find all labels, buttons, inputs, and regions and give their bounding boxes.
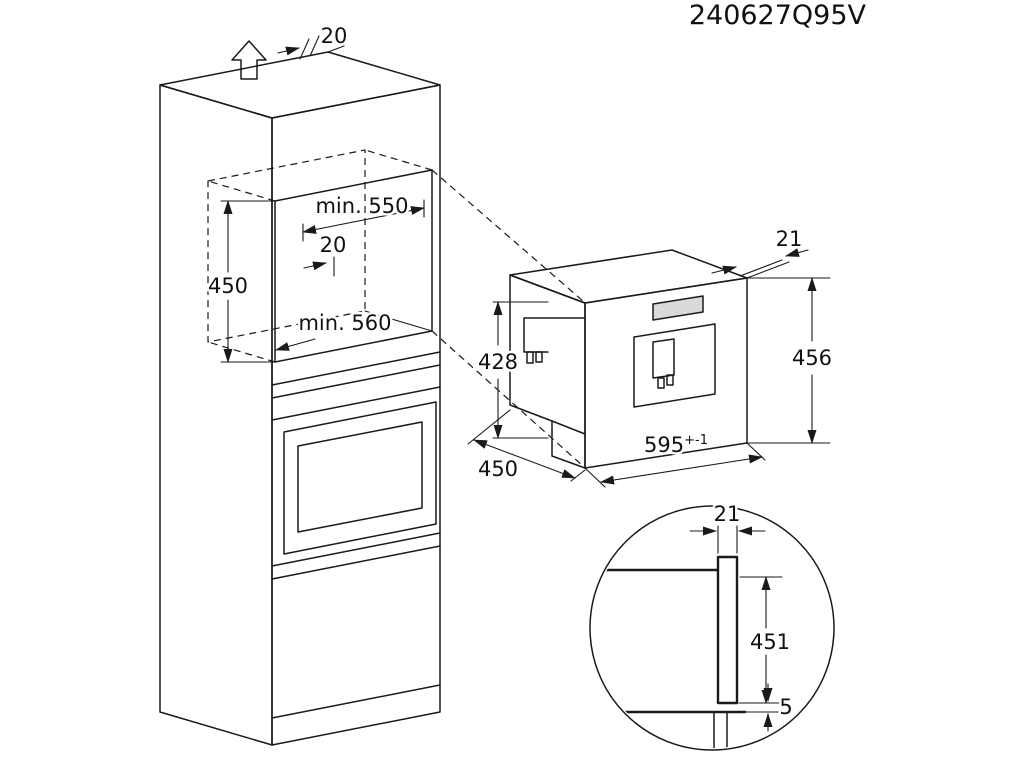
dim-frame-thickness-group: 21 [689, 500, 766, 554]
coffee-machine [509, 249, 748, 469]
cabinet-front-face [271, 84, 441, 746]
machine-top-face [509, 249, 748, 304]
control-panel [652, 295, 704, 321]
dim-appliance-width: 595+-1 [644, 433, 708, 457]
dim-niche-depth: min. 560 [298, 311, 391, 335]
up-arrow-icon [231, 40, 267, 80]
oven-door-window [297, 421, 423, 533]
dim-top-gap-group: 20 [277, 22, 350, 60]
dim-niche-width-group: min. 550 [302, 192, 425, 242]
dim-frame-height-group: 451 [738, 576, 793, 704]
dim-frame-thickness: 21 [714, 502, 741, 526]
dim-side-gap: 20 [320, 233, 347, 257]
dim-appliance-width-group: 595+-1 [584, 431, 766, 488]
dispenser-recess [633, 323, 716, 408]
dim-niche-height: 450 [208, 274, 248, 298]
dim-niche-width: min. 550 [315, 194, 408, 218]
dispenser-block [652, 338, 675, 379]
dim-niche-height-group: 450 [205, 200, 276, 363]
dispenser-profile [523, 317, 586, 353]
oven-door [283, 401, 437, 555]
dim-body-height: 428 [478, 350, 518, 374]
dim-frame-overhang-group: 21 [711, 225, 809, 279]
dim-top-gap: 20 [321, 24, 348, 48]
dim-appliance-height-group: 456 [746, 277, 835, 444]
dim-niche-depth-group: min. 560 [275, 309, 394, 351]
spout-icon [535, 351, 543, 363]
cabinet-top-face [159, 51, 441, 119]
detail-circle [589, 505, 835, 751]
dim-bottom-gap: 5 [779, 695, 792, 719]
machine-side-face [509, 274, 586, 469]
dim-body-height-group: 428 [475, 301, 549, 439]
drawing-code: 240627Q95V [689, 0, 867, 31]
cabinet-column [159, 40, 441, 746]
dim-frame-height: 451 [750, 630, 790, 654]
projection-line-top [431, 169, 584, 302]
spout-icon [526, 351, 534, 364]
dim-appliance-height: 456 [792, 346, 832, 370]
dim-appliance-depth: 450 [478, 457, 518, 481]
dim-frame-overhang: 21 [776, 227, 803, 251]
front-frame-section [716, 555, 739, 705]
dim-appliance-depth-group: 450 [467, 409, 586, 484]
dim-bottom-gap-group: 5 [744, 683, 795, 732]
detail-circle-group: 21 451 5 [589, 500, 835, 751]
niche-back-wall-hidden [207, 149, 366, 343]
spout-icon [657, 377, 665, 389]
dim-side-gap-group: 20 [303, 231, 349, 277]
spout-icon [666, 374, 674, 386]
